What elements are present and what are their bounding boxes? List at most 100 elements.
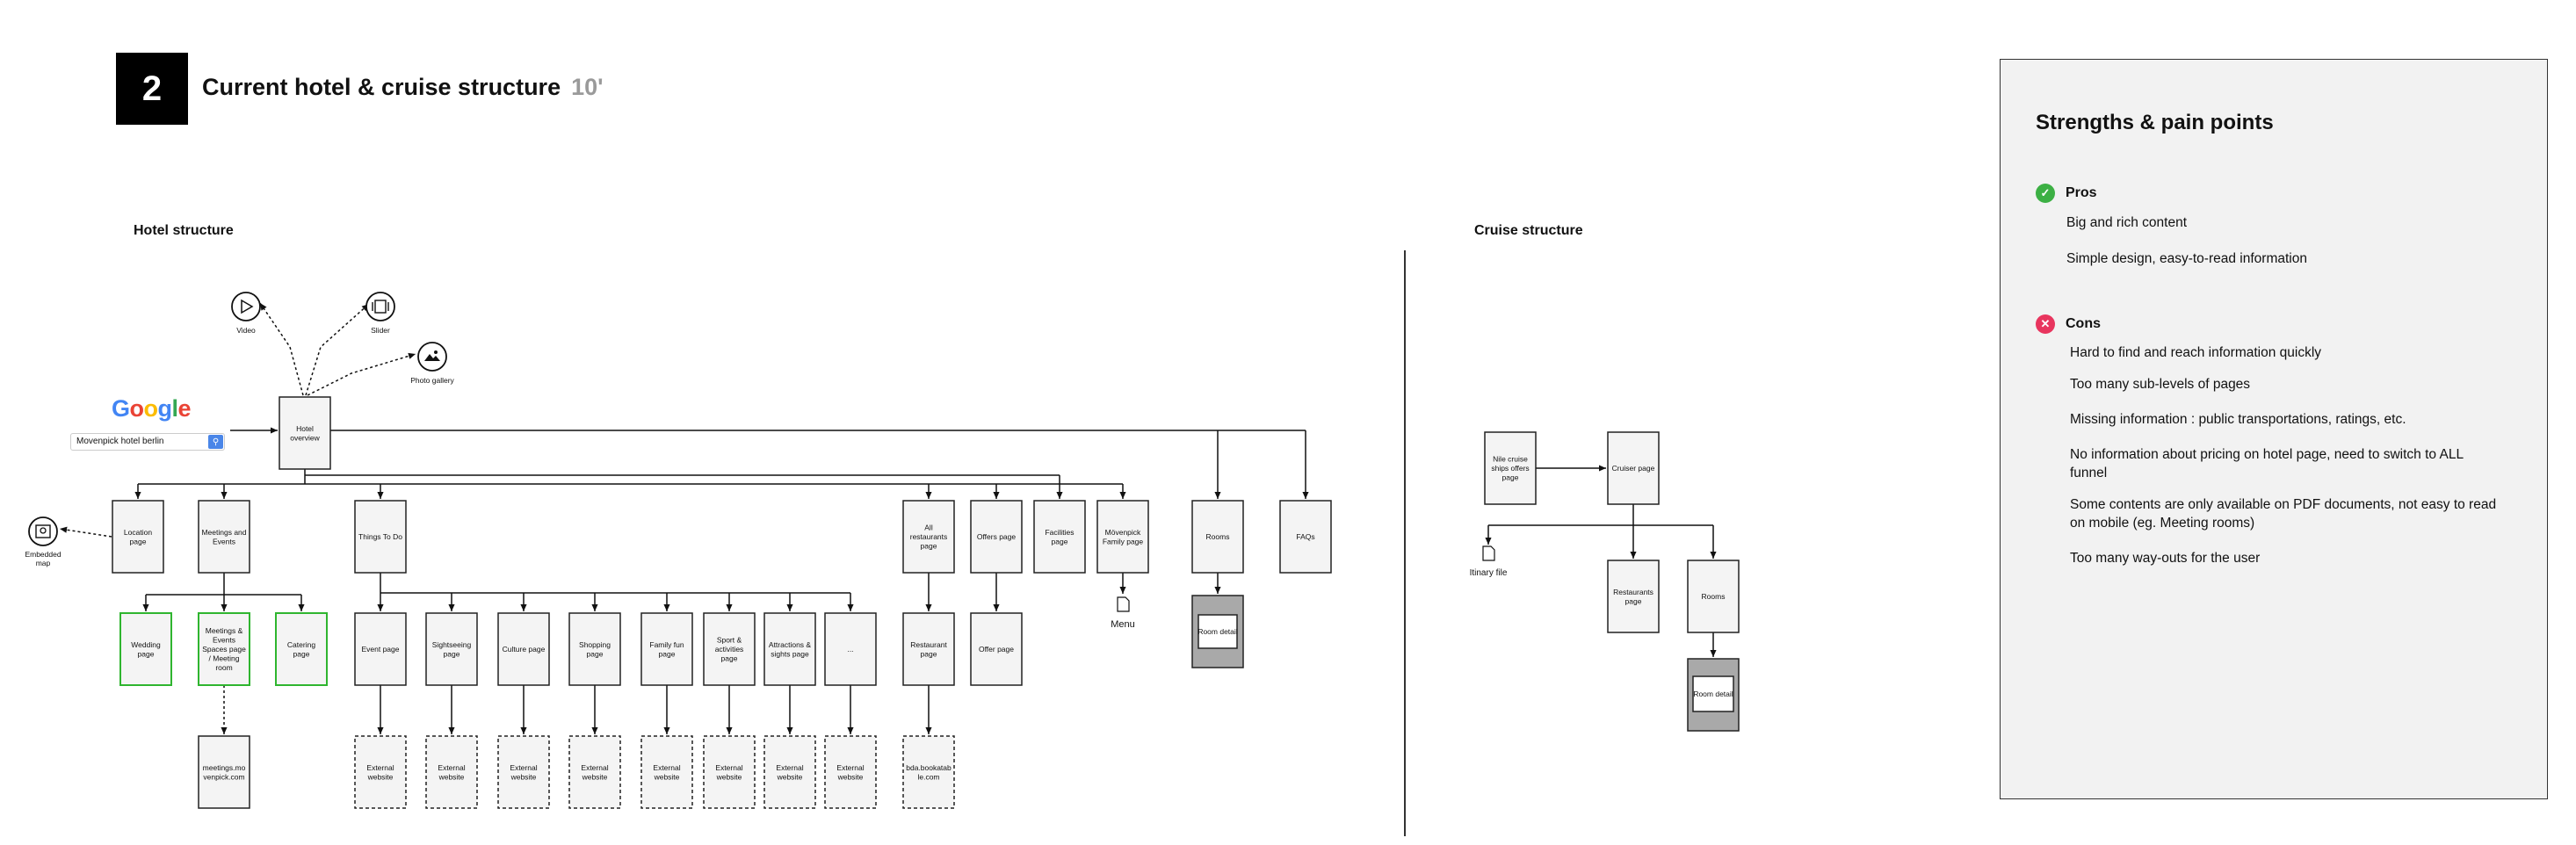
- restaurant-node-label: Restaurant: [910, 640, 947, 649]
- event-node[interactable]: Event page: [354, 612, 407, 686]
- strengths-panel: Strengths & pain points ✓ Pros Big and r…: [2000, 59, 2548, 799]
- external-website-node-rect: [568, 735, 621, 809]
- meetings-site-node-rect: [198, 735, 250, 809]
- bda-node-label: le.com: [917, 772, 939, 781]
- things-node[interactable]: Things To Do: [354, 500, 407, 574]
- external-website-node-label: External: [438, 763, 465, 772]
- cruise-room-detail-node-label: Room detail: [1693, 690, 1733, 698]
- menu-label: Menu: [1111, 619, 1135, 630]
- pros-item: Simple design, easy-to-read information: [2066, 251, 2307, 266]
- pdf-file-icon[interactable]: Menu: [1111, 596, 1135, 630]
- external-website-node-rect: [425, 735, 478, 809]
- culture-node-label: Culture page: [503, 645, 546, 654]
- external-website-node-label: website: [837, 772, 864, 781]
- facilities-node-rect: [1033, 500, 1086, 574]
- meetings-site-node-label: venpick.com: [203, 772, 244, 781]
- search-input[interactable]: Movenpick hotel berlin: [70, 433, 225, 451]
- google-logo-letter: o: [129, 395, 145, 422]
- gallery-icon[interactable]: Photo gallery: [410, 342, 455, 385]
- rooms-node-label: Rooms: [1206, 532, 1230, 541]
- offers-node[interactable]: Offers page: [970, 500, 1023, 574]
- location-node-label: Location: [124, 528, 152, 537]
- things-node-rect: [354, 500, 407, 574]
- cruiser-node[interactable]: Cruiser page: [1607, 431, 1660, 505]
- wedding-node-label: page: [138, 649, 155, 658]
- attractions-node[interactable]: Attractions &sights page: [763, 612, 816, 686]
- sightseeing-node-rect: [425, 612, 478, 686]
- offers-node-label: Offers page: [977, 532, 1017, 541]
- itinerary-pdf-icon[interactable]: Itinary file: [1470, 545, 1508, 578]
- external-website-node-rect: [354, 735, 407, 809]
- family-node-rect: [1096, 500, 1149, 574]
- cons-item: No information about pricing on hotel pa…: [2070, 447, 2464, 480]
- facilities-node-label: page: [1052, 537, 1068, 545]
- time-estimate: 10': [571, 74, 604, 100]
- family-node-label: Family page: [1103, 537, 1144, 545]
- slider-icon[interactable]: Slider: [365, 292, 395, 335]
- cons-heading: ✕ Cons: [2036, 314, 2101, 334]
- cruise-room-detail-node[interactable]: Room detail: [1692, 675, 1734, 712]
- offers-node-rect: [970, 500, 1023, 574]
- nile-cruise-node-label: ships offers: [1491, 464, 1529, 473]
- things-node-label: Things To Do: [358, 532, 402, 541]
- panel-title: Strengths & pain points: [2036, 111, 2274, 134]
- room-detail-node[interactable]: Room detail: [1198, 614, 1238, 649]
- sightseeing-node-label: Sightseeing: [432, 640, 472, 649]
- culture-node[interactable]: Culture page: [497, 612, 550, 686]
- cruise-restaurants-node-label: page: [1625, 596, 1642, 605]
- sport-node-label: page: [721, 654, 738, 663]
- restaurants-node-label: restaurants: [910, 532, 948, 541]
- external-website-node-label: website: [654, 772, 680, 781]
- cons-item: Missing information : public transportat…: [2070, 412, 2406, 427]
- external-website-node-rect: [497, 735, 550, 809]
- offer-node[interactable]: Offer page: [970, 612, 1023, 686]
- cons-item: Too many way-outs for the user: [2070, 551, 2261, 566]
- cruiser-node-rect: [1607, 431, 1660, 505]
- video-icon[interactable]: Video: [231, 292, 261, 335]
- more-node[interactable]: ...: [824, 612, 877, 686]
- attractions-node-label: Attractions &: [769, 640, 812, 649]
- sport-node-rect: [703, 612, 756, 686]
- search-icon[interactable]: ⚲: [208, 435, 223, 449]
- video-icon-label: Video: [236, 326, 256, 335]
- hotel-overview-node-label: overview: [290, 433, 320, 442]
- more-node-label: ...: [847, 645, 853, 654]
- rooms-node[interactable]: Rooms: [1191, 500, 1244, 574]
- faqs-node[interactable]: FAQs: [1279, 500, 1332, 574]
- cruise-rooms-node[interactable]: Rooms: [1687, 560, 1740, 633]
- external-website-node-label: website: [777, 772, 803, 781]
- google-logo-letter: e: [177, 395, 192, 422]
- nile-cruise-node-label: Nile cruise: [1493, 455, 1528, 464]
- meeting_spaces-node-label: Spaces page: [202, 645, 246, 654]
- room-detail-node-rect: [1198, 614, 1238, 649]
